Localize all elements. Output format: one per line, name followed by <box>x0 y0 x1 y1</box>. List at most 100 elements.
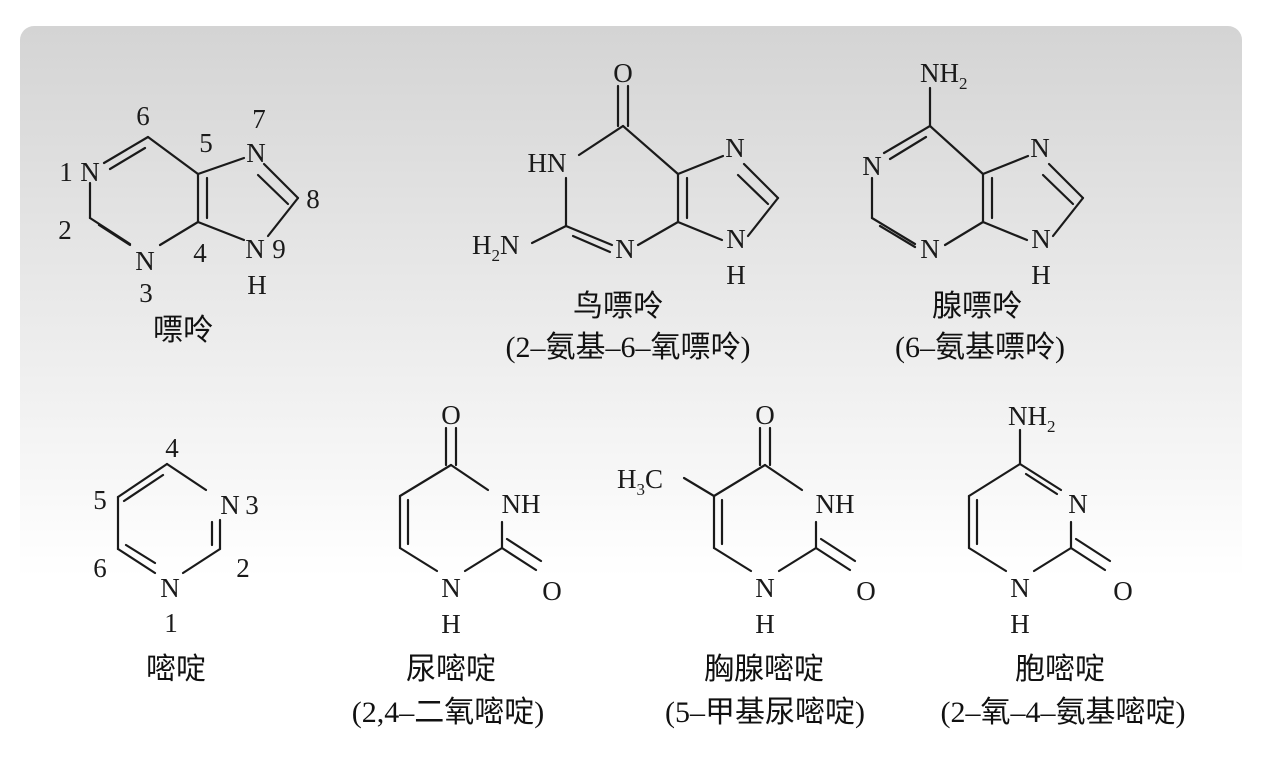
bond <box>1032 546 1073 573</box>
compound-subtitle: (6‒氨基嘌呤) <box>895 331 1065 364</box>
atom-n: N <box>726 224 746 254</box>
compound-subtitle: (2,4‒二氧嘧啶) <box>352 696 544 729</box>
bond <box>122 473 165 503</box>
bond <box>116 462 169 499</box>
bond <box>888 135 928 161</box>
compound-subtitle: (2‒氧‒4‒氨基嘧啶) <box>941 696 1186 729</box>
ring-number: 4 <box>165 433 179 463</box>
atom-h: H <box>1031 260 1051 290</box>
atom-n: N <box>135 246 155 276</box>
bond <box>967 546 1008 573</box>
atom-h: H <box>755 609 775 639</box>
ring-number: 8 <box>306 184 320 214</box>
bond <box>398 463 453 498</box>
atom-h: H <box>726 260 746 290</box>
bond <box>870 216 917 246</box>
bond <box>878 224 917 249</box>
bond <box>449 463 490 492</box>
ring-number: 1 <box>59 157 73 187</box>
bond <box>256 173 290 206</box>
bond <box>981 220 1029 242</box>
atom-h: H <box>247 270 267 300</box>
compound-name: 胞嘧啶 <box>1015 653 1105 686</box>
atom-n: N <box>1010 573 1030 603</box>
bond <box>571 234 612 254</box>
atom-n: N <box>862 151 882 181</box>
atom-o: O <box>755 400 775 430</box>
background-panel <box>20 26 1242 761</box>
ring-number: 5 <box>93 485 107 515</box>
bond <box>102 135 150 165</box>
compound-name: 腺嘌呤 <box>932 290 1022 323</box>
bond <box>530 224 568 245</box>
bond <box>943 220 985 247</box>
ring-number: 9 <box>272 234 286 264</box>
bond <box>676 220 724 242</box>
atom-ch3: H3C <box>617 464 663 499</box>
thymine-structure: O NH N H O H3C 胸腺嘧啶 (5‒甲基尿嘧啶) <box>617 400 876 729</box>
atom-n: N <box>755 573 775 603</box>
bond <box>981 154 1030 176</box>
bond <box>777 546 818 573</box>
bond <box>1041 173 1075 206</box>
atom-h2n: H2N <box>472 230 520 265</box>
guanine-structure: O HN N N N H H2N 鸟嘌呤 (2‒氨基‒6‒氧嘌呤) <box>472 58 780 364</box>
bond <box>1069 546 1107 572</box>
ring-number: 2 <box>58 215 72 245</box>
atom-n: N <box>1030 133 1050 163</box>
bond <box>398 546 439 573</box>
bond <box>712 546 753 573</box>
atom-n: N <box>1031 224 1051 254</box>
bond <box>505 537 543 563</box>
purine-structure: N N N N H 1 2 3 4 5 6 7 8 9 嘌呤 <box>58 101 320 347</box>
compound-subtitle: (5‒甲基尿嘧啶) <box>665 696 865 729</box>
atom-n: N <box>220 490 240 520</box>
bond <box>1047 162 1085 200</box>
bond <box>814 546 852 572</box>
bond <box>124 543 157 565</box>
bond <box>676 154 725 176</box>
bond <box>967 462 1022 498</box>
bond <box>196 220 246 242</box>
bond <box>1018 462 1063 492</box>
ring-number: 6 <box>136 101 150 131</box>
bond <box>97 223 132 247</box>
bond <box>146 135 200 176</box>
atom-nh2: NH2 <box>1008 401 1056 436</box>
bond <box>819 537 857 563</box>
atom-nh: NH <box>502 489 541 519</box>
compound-subtitle: (2‒氨基‒6‒氧嘌呤) <box>506 331 751 364</box>
ring-number: 6 <box>93 553 107 583</box>
bond <box>928 124 985 176</box>
atom-o: O <box>542 576 562 606</box>
ring-number: 7 <box>252 104 266 134</box>
atom-o: O <box>613 58 633 88</box>
bond <box>116 547 157 575</box>
atom-nh: NH <box>816 489 855 519</box>
compound-name: 尿嘧啶 <box>406 653 496 686</box>
bond <box>742 162 780 200</box>
bond <box>882 124 932 155</box>
bond <box>262 162 300 200</box>
bond <box>165 462 208 492</box>
atom-nh2: NH2 <box>920 58 968 93</box>
bond <box>636 220 680 247</box>
bond <box>500 546 538 572</box>
atom-hn: HN <box>528 148 567 178</box>
bond <box>682 476 716 498</box>
adenine-structure: NH2 N N N N H 腺嘌呤 (6‒氨基嘌呤) <box>862 58 1085 364</box>
atom-n: N <box>246 138 266 168</box>
bond <box>463 546 504 573</box>
bond <box>577 124 625 157</box>
cytosine-structure: NH2 N N H O 胞嘧啶 (2‒氧‒4‒氨基嘧啶) <box>941 401 1186 729</box>
ring-number: 3 <box>139 278 153 308</box>
atom-o: O <box>1113 576 1133 606</box>
bond <box>196 156 246 176</box>
atom-n: N <box>160 573 180 603</box>
atom-n: N <box>80 157 100 187</box>
bond <box>266 196 300 238</box>
bond <box>108 146 147 171</box>
bond <box>621 124 680 176</box>
atom-h: H <box>1010 609 1030 639</box>
